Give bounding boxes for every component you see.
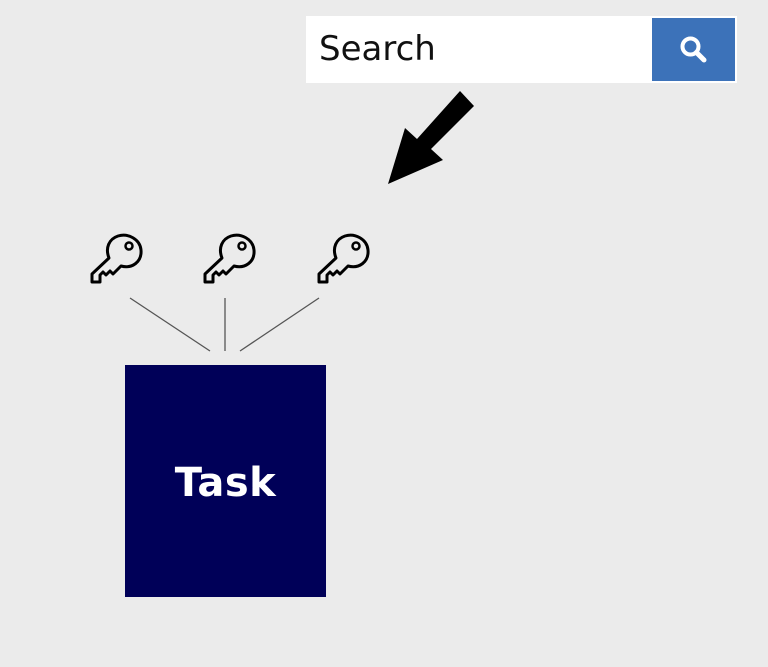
key-icon bbox=[90, 233, 143, 284]
task-node: Task bbox=[125, 365, 326, 597]
search-icon bbox=[680, 36, 706, 62]
task-label: Task bbox=[174, 460, 277, 506]
search-bar bbox=[306, 16, 737, 83]
search-input[interactable] bbox=[306, 16, 652, 83]
key-icon bbox=[317, 233, 370, 284]
arrow-down-left-icon bbox=[388, 91, 474, 184]
key-icon bbox=[203, 233, 256, 284]
connector-lines bbox=[129, 297, 320, 352]
search-button[interactable] bbox=[652, 18, 735, 81]
